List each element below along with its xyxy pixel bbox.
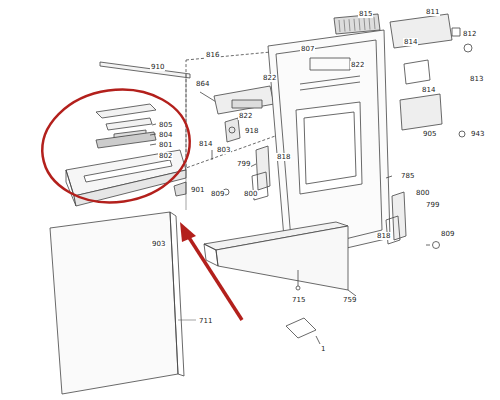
callout-number: 711 [198, 317, 213, 325]
callout-number: 809 [210, 190, 225, 198]
callout-number: 809 [440, 230, 455, 238]
callout-number: 812 [462, 30, 477, 38]
comb-tooth [354, 19, 355, 31]
callout-number: 816 [205, 51, 220, 59]
callout-number: 811 [425, 8, 440, 16]
callout-number: 1 [320, 345, 326, 353]
callout-number: 803 [216, 146, 231, 154]
callout-number: 864 [195, 80, 210, 88]
callout-number: 822 [350, 61, 365, 69]
callout-number: 799 [236, 160, 251, 168]
callout-number: 715 [291, 296, 306, 304]
comb-tooth [364, 18, 365, 30]
callout-number: 807 [300, 45, 315, 53]
callout-number: 910 [150, 63, 165, 71]
callout-number: 905 [422, 130, 437, 138]
callout-number: 801 [158, 141, 173, 149]
callout-number: 822 [238, 112, 253, 120]
callout-number: 918 [244, 127, 259, 135]
callout-number: 818 [276, 153, 291, 161]
comb-tooth [344, 20, 345, 32]
callout-number: 799 [425, 201, 440, 209]
callout-number: 813 [469, 75, 484, 83]
comb-tooth [349, 19, 350, 31]
callout-number: 818 [376, 232, 391, 240]
callout-number: 822 [262, 74, 277, 82]
callout-number: 901 [190, 186, 205, 194]
callout-number: 814 [403, 38, 418, 46]
comb-tooth [359, 18, 360, 30]
callout-number: 903 [151, 240, 166, 248]
callout-number: 814 [198, 140, 213, 148]
callout-number: 800 [243, 190, 258, 198]
comb-tooth [374, 17, 375, 29]
callout-number: 785 [400, 172, 415, 180]
callout-number: 802 [158, 152, 173, 160]
callout-number: 804 [158, 131, 173, 139]
callout-number: 800 [415, 189, 430, 197]
callout-number: 943 [470, 130, 485, 138]
comb-tooth [369, 18, 370, 30]
callout-number: 805 [158, 121, 173, 129]
callout-number: 814 [421, 86, 436, 94]
callout-number: 815 [358, 10, 373, 18]
comb-tooth [339, 20, 340, 32]
callout-number: 759 [342, 296, 357, 304]
